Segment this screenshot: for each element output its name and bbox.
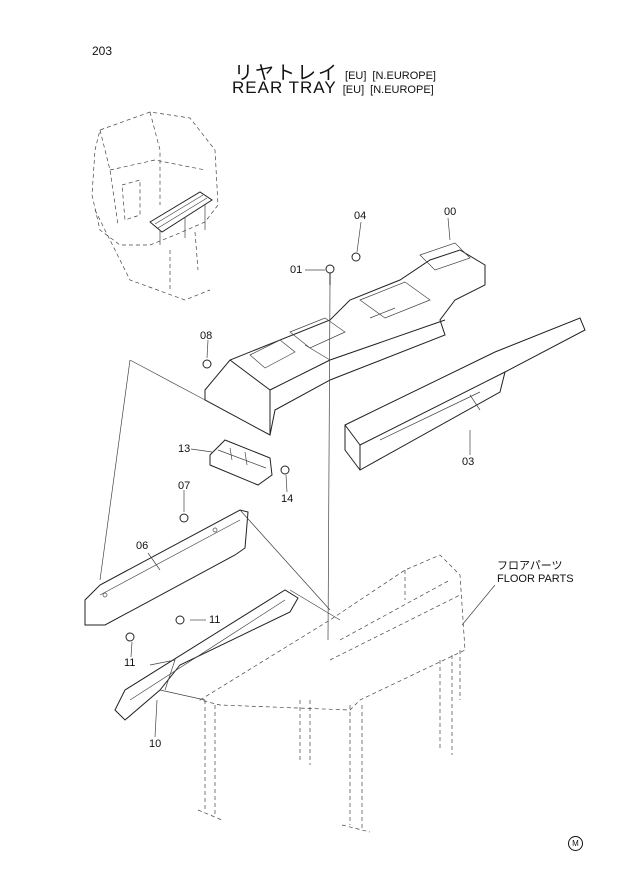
leader-lines (99, 217, 496, 738)
pad-part-13 (209, 439, 273, 486)
callout-10: 10 (149, 738, 162, 750)
page-title-jp: リヤトレイ [EU] [N.EUROPE] (234, 58, 436, 85)
title-jp-tag-eu: [EU] (345, 70, 367, 82)
cab-rear-tray-highlight (149, 191, 213, 245)
corner-mark: M (568, 836, 583, 851)
cab-outline (91, 111, 219, 301)
callout-13: 13 (178, 443, 191, 455)
page-title-en: REAR TRAY [EU] [N.EUROPE] (232, 78, 434, 98)
callout-11-right: 11 (209, 614, 221, 626)
bolts (125, 252, 361, 642)
callout-01: 01 (290, 264, 303, 276)
callout-06: 06 (136, 540, 149, 552)
rear-tray-channel (344, 317, 586, 471)
callout-08: 08 (200, 330, 213, 342)
title-en-tag-neurope: [N.EUROPE] (370, 84, 434, 96)
callout-11-left: 11 (124, 657, 136, 669)
bracket-part-10 (114, 589, 299, 721)
title-en-text: REAR TRAY (232, 78, 337, 97)
callout-14: 14 (281, 493, 294, 505)
callout-00: 00 (444, 206, 457, 218)
floor-parts-label-jp: フロアパーツ (497, 560, 563, 572)
floor-frame (197, 554, 466, 833)
plate-part-06 (84, 509, 249, 626)
title-jp-tag-neurope: [N.EUROPE] (372, 70, 436, 82)
callout-04: 04 (354, 210, 367, 222)
page-number: 203 (92, 44, 113, 58)
title-jp-text: リヤトレイ (234, 63, 340, 84)
title-en-tag-eu: [EU] (342, 84, 365, 96)
rear-tray-body (204, 242, 486, 436)
floor-parts-label-en: FLOOR PARTS (497, 573, 574, 585)
callout-07: 07 (178, 480, 191, 492)
floor-parts-label: フロアパーツ FLOOR PARTS (497, 560, 574, 586)
callout-03: 03 (462, 456, 475, 468)
